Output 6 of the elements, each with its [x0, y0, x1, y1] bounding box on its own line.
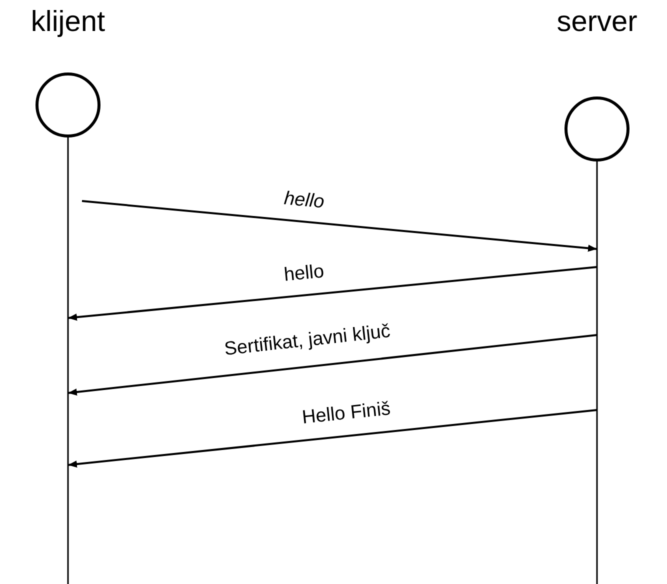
message-arrow: [68, 266, 598, 321]
message-arrow: [68, 409, 598, 468]
message-arrow: [68, 334, 598, 396]
participant-name: server: [556, 5, 638, 40]
message-arrow: [82, 200, 598, 252]
participant-name: klijent: [30, 5, 106, 40]
